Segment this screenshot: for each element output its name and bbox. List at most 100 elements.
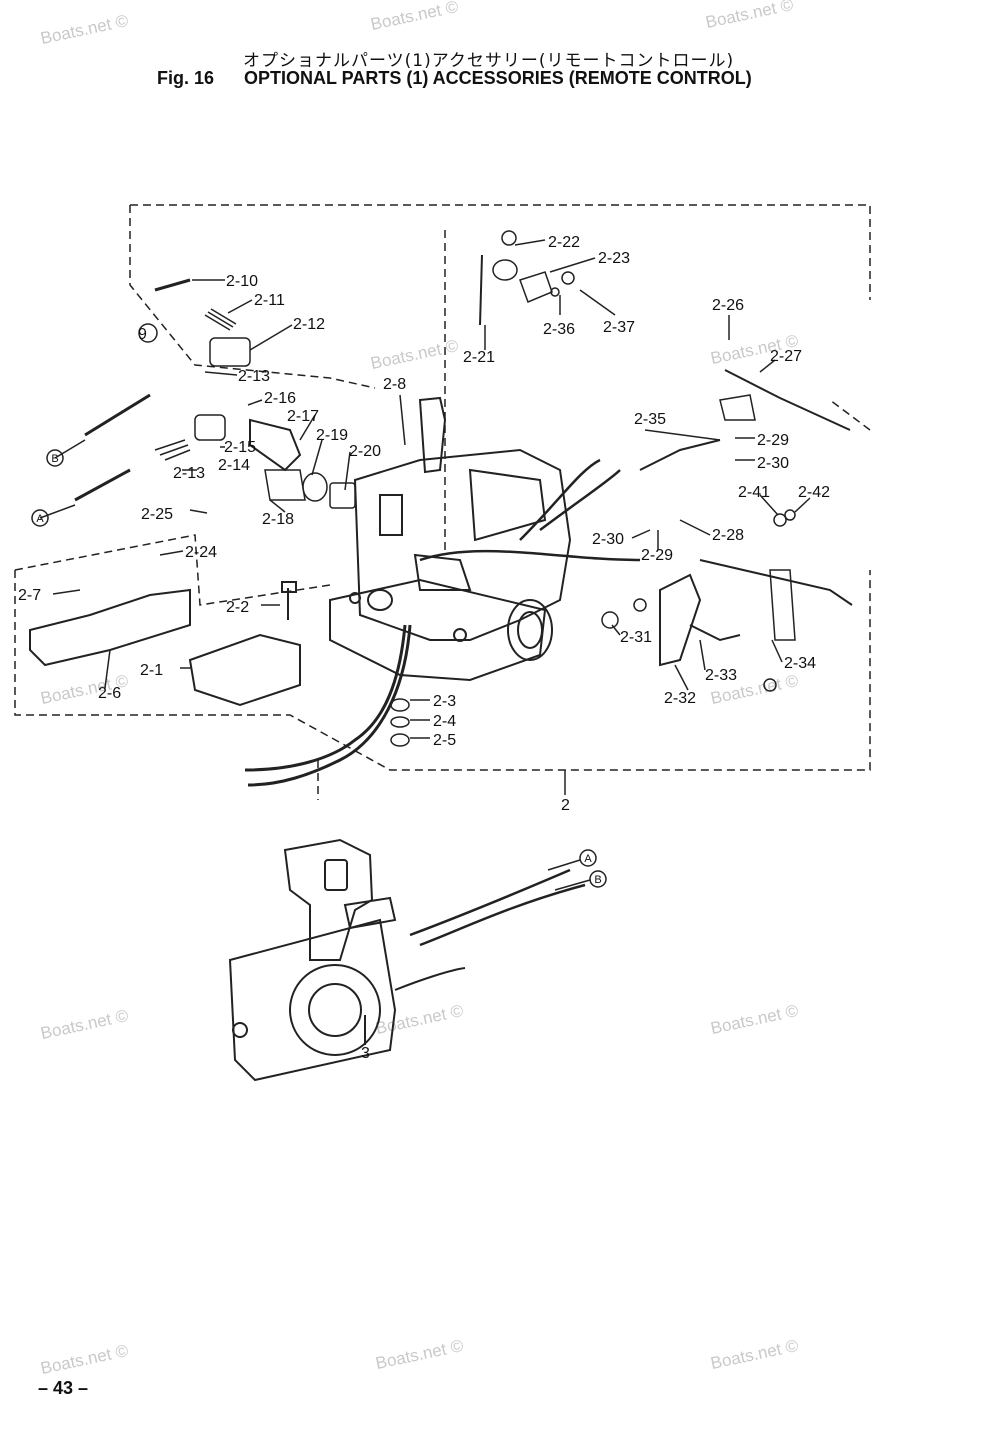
reference-label-b: B	[51, 453, 58, 465]
callout-2-13: 2-13	[238, 368, 270, 385]
throttle-cable-end	[724, 369, 851, 431]
callout-2-37: 2-37	[603, 319, 635, 336]
leader-line	[299, 414, 316, 441]
leader-line	[644, 429, 721, 441]
assembly-outline	[14, 534, 331, 606]
callout-2-28: 2-28	[712, 527, 744, 544]
shift-link	[769, 569, 796, 641]
leader-line	[579, 289, 616, 316]
reference-label-a: A	[584, 853, 592, 865]
bushing	[264, 469, 306, 501]
wire-harness	[519, 458, 601, 541]
joint-block	[194, 414, 226, 441]
control-box	[329, 396, 572, 682]
callout-2-30: 2-30	[757, 455, 789, 472]
leader-line	[204, 371, 238, 376]
reference-label-a: A	[36, 513, 44, 525]
bolt	[689, 624, 741, 642]
leader-line	[699, 639, 706, 671]
wire-harness	[247, 624, 412, 787]
nut	[763, 678, 777, 692]
callout-2-13: 2-13	[173, 465, 205, 482]
leader-line	[674, 664, 689, 691]
leader-line	[759, 359, 776, 373]
lever-knob	[719, 394, 756, 421]
callout-2-14: 2-14	[218, 457, 250, 474]
callout-2-15: 2-15	[224, 439, 256, 456]
callout-2-21: 2-21	[463, 349, 495, 366]
part-9-marker	[138, 323, 158, 343]
leader-line	[159, 550, 184, 556]
leader-line	[344, 451, 351, 491]
wire-harness	[419, 549, 641, 562]
callout-2-7: 2-7	[18, 587, 41, 604]
figure-number: Fig. 16	[157, 68, 215, 88]
callout-2-20: 2-20	[349, 443, 381, 460]
washer	[390, 698, 410, 712]
washer	[390, 716, 410, 728]
washer	[633, 598, 647, 612]
callout-2-32: 2-32	[664, 690, 696, 707]
callout-2-10: 2-10	[226, 273, 258, 290]
assembly-outline	[129, 205, 376, 389]
callout-2-3: 2-3	[433, 693, 456, 710]
callout-2-17: 2-17	[287, 408, 319, 425]
callout-2-18: 2-18	[262, 511, 294, 528]
collar	[329, 482, 356, 509]
leader-line	[631, 529, 651, 539]
callout-2-24: 2-24	[185, 544, 217, 561]
callout-2-31: 2-31	[620, 629, 652, 646]
leader-line	[611, 624, 621, 636]
callout-2-33: 2-33	[705, 667, 737, 684]
mounting-plate	[188, 633, 301, 707]
reference-marker-b	[589, 870, 607, 888]
leader-line	[227, 299, 253, 314]
callout-2-26: 2-26	[712, 297, 744, 314]
leader-line	[249, 324, 293, 351]
callout-2-36: 2-36	[543, 321, 575, 338]
leader-line	[679, 519, 711, 536]
wire-harness	[539, 469, 621, 532]
callout-2-29: 2-29	[641, 547, 673, 564]
callout-2-27: 2-27	[770, 348, 802, 365]
washer	[601, 611, 619, 629]
callout-2-1: 2-1	[140, 662, 163, 679]
washer	[550, 287, 560, 297]
spring	[204, 308, 237, 331]
callout-9: 9	[138, 326, 147, 343]
leader-line	[104, 649, 111, 689]
callout-2-22: 2-22	[548, 234, 580, 251]
bolt	[281, 581, 297, 620]
pin	[154, 278, 191, 292]
reference-marker-a	[579, 849, 597, 867]
callout-2-16: 2-16	[264, 390, 296, 407]
callout-2-12: 2-12	[293, 316, 325, 333]
bracket	[29, 588, 191, 667]
nut	[784, 509, 796, 521]
callout-2-5: 2-5	[433, 732, 456, 749]
leader-line	[311, 439, 323, 476]
callout-2-35: 2-35	[634, 411, 666, 428]
callout-2-6: 2-6	[98, 685, 121, 702]
washer	[501, 230, 517, 246]
leader-line	[399, 394, 406, 446]
leader-line	[514, 239, 546, 246]
remote-control-box	[228, 838, 586, 1082]
reference-label-b: B	[594, 874, 601, 886]
nut	[773, 513, 787, 527]
leader-line	[759, 494, 779, 516]
figure-title: Fig. 16 OPTIONAL PARTS (1) ACCESSORIES (R…	[157, 68, 752, 89]
cable-rod	[84, 393, 151, 437]
reference-marker-a	[31, 509, 49, 527]
callout-3: 3	[361, 1045, 370, 1062]
shift-cable	[699, 559, 853, 606]
wire-harness	[244, 624, 407, 772]
figure-title-english: OPTIONAL PARTS (1) ACCESSORIES (REMOTE C…	[244, 68, 752, 88]
callout-2-34: 2-34	[784, 655, 816, 672]
nut	[390, 733, 410, 747]
leader-line	[52, 589, 81, 595]
joint-block	[209, 337, 251, 367]
leader-line	[771, 639, 783, 663]
figure-title-japanese: オプショナルパーツ(1)アクセサリー(リモートコントロール)	[243, 51, 735, 71]
